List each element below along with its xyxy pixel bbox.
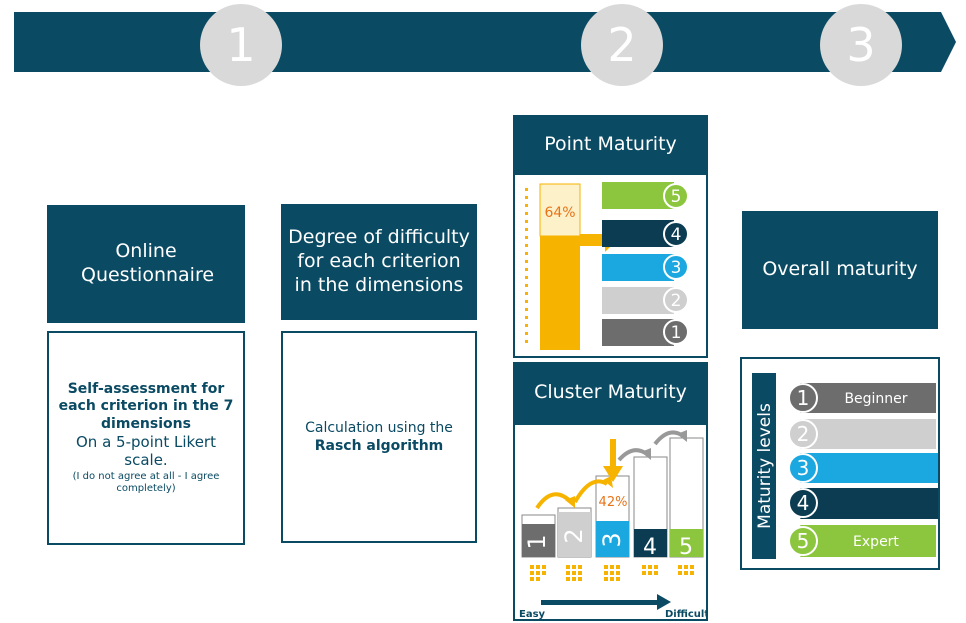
difficulty-title: Degree of difficulty for each criterion … [288, 226, 470, 296]
svg-text:4: 4 [671, 225, 682, 245]
cluster-level-4-label: 4 [643, 535, 657, 560]
process-banner [14, 12, 956, 72]
cluster-level-5-label: 5 [679, 535, 693, 560]
step-2-circle: 2 [581, 4, 663, 86]
point-level-2-badge: 2 [663, 287, 689, 313]
point-maturity-bar-empty [539, 183, 581, 237]
easy-label: Easy [519, 609, 546, 620]
overall-level-2-num: 2 [797, 422, 810, 446]
level-1-bar [602, 319, 674, 346]
cluster-col-5-fill [670, 529, 703, 557]
rasch-algorithm-text: Rasch algorithm [314, 438, 444, 454]
cluster-arrow-2-3 [573, 479, 609, 504]
cluster-maturity-title: Cluster Maturity [534, 381, 687, 404]
self-assessment-box: Self-assessment for each criterion in th… [47, 331, 245, 545]
difficult-label: Difficult [665, 609, 708, 620]
calculation-text: Calculation using the [305, 419, 453, 436]
point-maturity-dots [525, 188, 528, 343]
step-1-label: 1 [226, 18, 256, 72]
overall-maturity-header: Overall maturity [742, 211, 938, 329]
svg-text:2: 2 [671, 291, 682, 311]
point-level-1-badge: 1 [663, 319, 689, 345]
cluster-col-1-fill [522, 524, 555, 557]
overall-level-5-num: 5 [797, 529, 810, 553]
overall-maturity-title: Overall maturity [762, 258, 918, 281]
level-2-bar [602, 287, 674, 314]
cluster-col-4-fill [634, 529, 667, 557]
overall-level-2-bar [800, 419, 936, 449]
overall-level-4-bar [800, 488, 938, 519]
maturity-levels-graphic: Maturity levels 1 Beginner 2 3 4 5 Exper… [740, 357, 940, 570]
cluster-maturity-header: Cluster Maturity [513, 362, 708, 424]
cluster-level-2-label: 2 [560, 528, 588, 543]
overall-level-1-num: 1 [797, 386, 810, 410]
point-maturity-bar-fill [540, 236, 580, 350]
likert-scale-note: (I do not agree at all - I agree complet… [72, 471, 220, 495]
svg-text:3: 3 [671, 258, 682, 278]
step-2-label: 2 [607, 18, 637, 72]
point-maturity-graphic: 64% 5 4 3 2 1 [513, 174, 708, 358]
point-maturity-title: Point Maturity [544, 132, 677, 155]
point-level-3-badge: 3 [663, 254, 689, 280]
overall-level-1-label: Beginner [844, 391, 907, 407]
svg-text:5: 5 [671, 187, 682, 207]
overall-level-3-num: 3 [797, 456, 810, 480]
likert-scale-text: On a 5-point Likert scale. [76, 433, 216, 470]
cluster-maturity-percent: 42% [599, 495, 628, 510]
point-maturity-header: Point Maturity [513, 115, 708, 174]
difficulty-header: Degree of difficulty for each criterion … [281, 204, 477, 320]
online-questionnaire-title: Online Questionnaire [81, 240, 215, 286]
cluster-col-2-fill [558, 512, 591, 557]
overall-level-5-label: Expert [853, 534, 899, 550]
maturity-levels-sidebar [752, 373, 776, 559]
cluster-level-1-label: 1 [523, 534, 551, 549]
level-3-bar [602, 254, 674, 281]
level-5-bar [602, 182, 674, 209]
calculation-box: Calculation using the Rasch algorithm [281, 331, 477, 543]
overall-level-3-bar [800, 453, 938, 483]
level-4-bar [602, 220, 674, 247]
maturity-levels-label: Maturity levels [755, 403, 775, 529]
point-maturity-percent: 64% [544, 205, 575, 221]
point-level-5-badge: 5 [663, 183, 689, 209]
overall-level-1-bar [800, 383, 936, 413]
svg-text:1: 1 [671, 323, 682, 343]
cluster-dot-groups [530, 565, 694, 581]
cluster-maturity-graphic: 42% 1 2 3 4 5 Easy Difficult [513, 424, 708, 621]
step-3-label: 3 [846, 18, 876, 72]
cluster-level-3-label: 3 [598, 532, 626, 547]
point-level-4-badge: 4 [663, 221, 689, 247]
step-3-circle: 3 [820, 4, 902, 86]
cluster-col-3-fill [596, 521, 629, 557]
overall-level-4-num: 4 [797, 491, 810, 515]
cluster-down-arrow [610, 439, 616, 467]
step-1-circle: 1 [200, 4, 282, 86]
overall-level-5-bar [800, 525, 936, 557]
online-questionnaire-header: Online Questionnaire [47, 205, 245, 323]
easy-difficult-arrow [541, 600, 659, 605]
self-assessment-bold: Self-assessment for each criterion in th… [58, 380, 234, 432]
